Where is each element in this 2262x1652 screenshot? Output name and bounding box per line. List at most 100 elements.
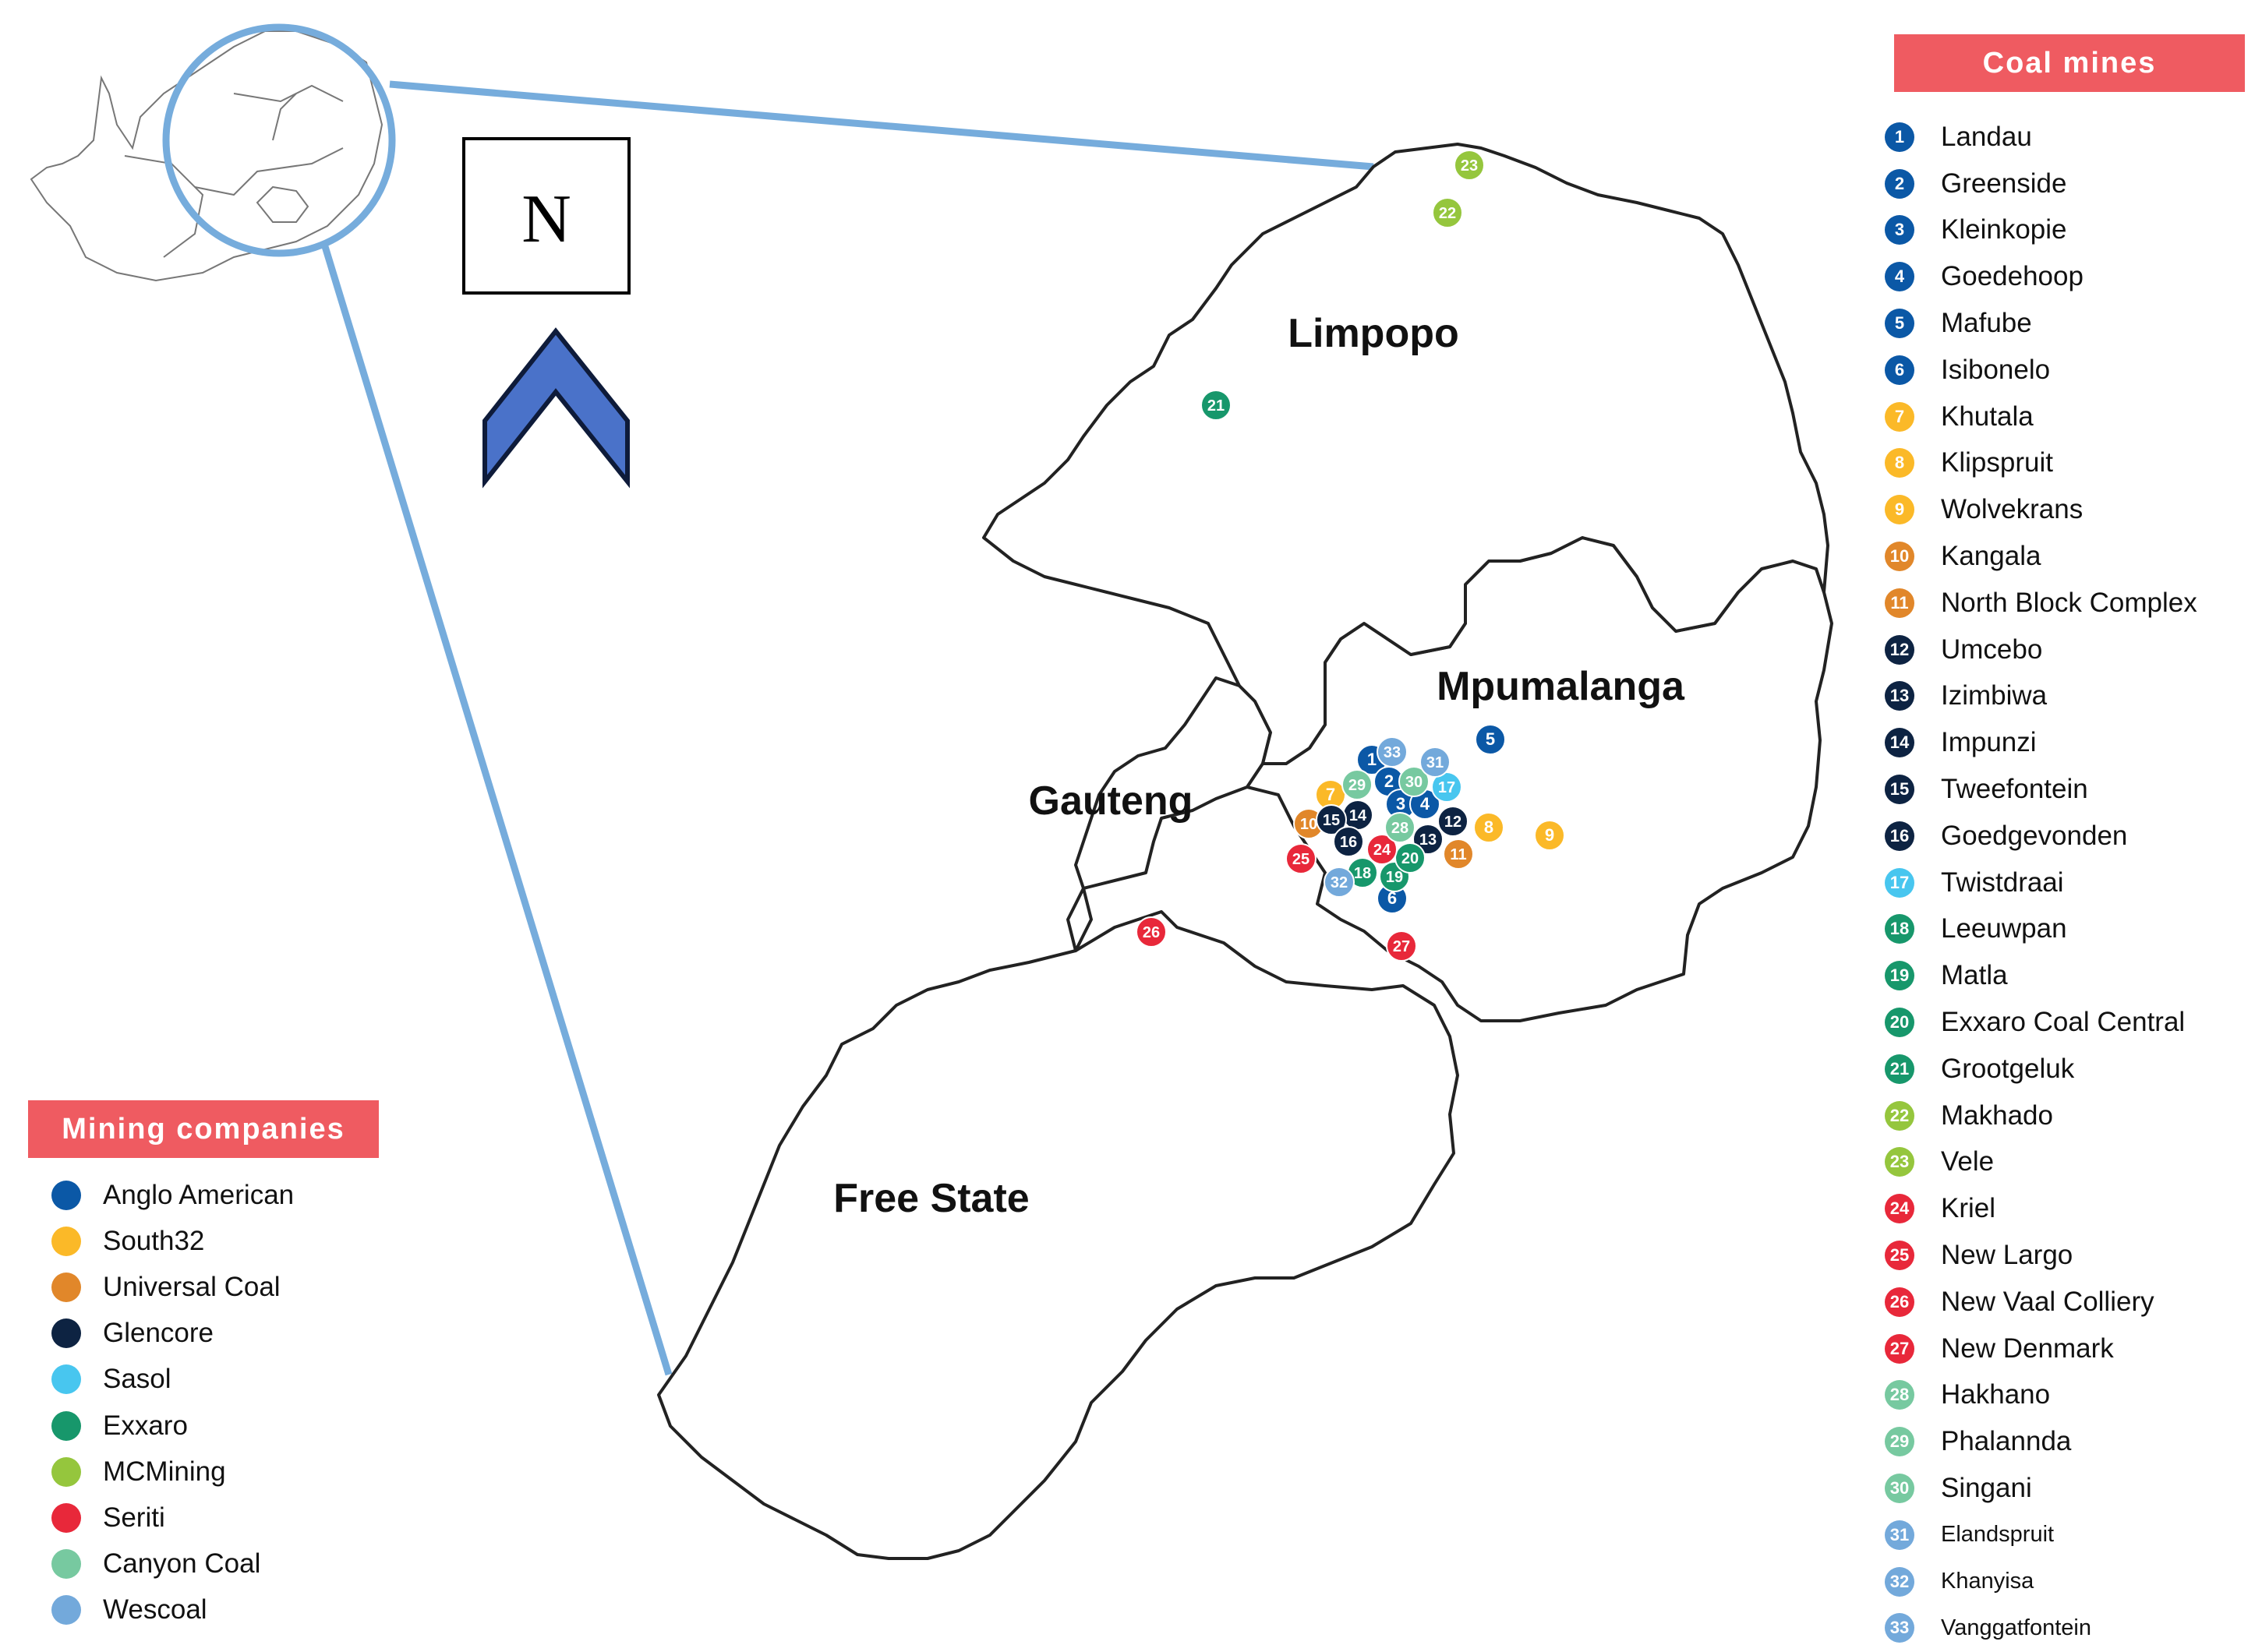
company-item: Exxaro: [51, 1403, 294, 1449]
zoom-indicator: [162, 23, 1374, 1376]
mine-marker-dot: [1419, 747, 1451, 778]
mine-marker: 28: [1384, 812, 1416, 843]
mine-number-badge: 10: [1885, 542, 1914, 572]
company-item: Universal Coal: [51, 1264, 294, 1310]
mine-marker: 15: [1316, 804, 1347, 835]
mine-marker: 29: [1341, 769, 1373, 800]
mine-marker: 30: [1398, 766, 1430, 797]
mines-legend-title: Coal mines: [1894, 34, 2245, 92]
mine-marker: 3: [1385, 789, 1416, 820]
mine-marker-dot: [1386, 930, 1417, 962]
mine-number-badge: 7: [1885, 401, 1914, 432]
mine-marker: 16: [1333, 826, 1364, 857]
mine-name: Matla: [1941, 960, 2008, 991]
mine-marker: 27: [1386, 930, 1417, 962]
mine-marker-label: 3: [1396, 794, 1405, 814]
region-shape-free-state: [657, 910, 1459, 1560]
mine-marker-label: 14: [1349, 807, 1367, 824]
company-item: Wescoal: [51, 1587, 294, 1633]
mine-marker-label: 25: [1292, 851, 1309, 868]
mine-item: 6 Isibonelo: [1885, 347, 2197, 394]
mine-number-badge: 21: [1885, 1054, 1914, 1084]
mine-name: Goedgevonden: [1941, 820, 2128, 851]
mine-name: Landau: [1941, 121, 2032, 152]
mine-name: Isibonelo: [1941, 354, 2051, 385]
mine-name: Kriel: [1941, 1193, 1996, 1224]
mine-name: Izimbiwa: [1941, 680, 2048, 711]
mine-name: Hakhano: [1941, 1379, 2051, 1410]
companies-legend: Anglo American South32 Universal Coal Gl…: [51, 1172, 294, 1633]
region-shape-limpopo: [982, 143, 1829, 765]
region-label-limpopo: Limpopo: [1288, 311, 1459, 356]
mine-marker-label: 24: [1373, 842, 1391, 859]
companies-legend-title: Mining companies: [28, 1100, 379, 1158]
mine-number-badge: 8: [1885, 448, 1914, 478]
mine-marker-dot: [1316, 804, 1347, 835]
mine-marker-dot: [1285, 843, 1317, 874]
mine-name: Leeuwpan: [1941, 913, 2067, 944]
north-letter: N: [521, 182, 571, 257]
north-chevron-icon: [482, 327, 630, 489]
region-labels: Limpopo Mpumalanga Gauteng Free State: [833, 311, 1685, 1221]
mine-marker-label: 6: [1387, 888, 1397, 908]
company-name: South32: [103, 1225, 205, 1256]
mine-marker-label: 22: [1439, 205, 1456, 222]
zoom-circle: [162, 23, 396, 257]
mine-marker-label: 16: [1340, 834, 1357, 851]
mine-marker: 25: [1285, 843, 1317, 874]
region-label-mpumalanga: Mpumalanga: [1437, 664, 1685, 709]
mine-number-badge: 6: [1885, 355, 1914, 385]
mine-number-badge: 26: [1885, 1287, 1914, 1317]
mine-marker-label: 10: [1300, 816, 1317, 833]
company-color-dot: [51, 1549, 81, 1580]
mine-marker-label: 7: [1326, 785, 1335, 804]
mine-marker-dot: [1341, 769, 1373, 800]
mine-marker: 4: [1409, 789, 1440, 820]
mine-marker: 32: [1324, 867, 1355, 898]
mine-marker: 26: [1136, 916, 1167, 948]
mine-marker-dot: [1473, 812, 1504, 843]
mine-marker-label: 12: [1444, 814, 1461, 831]
mine-name: Kangala: [1941, 541, 2041, 572]
mine-name: Khutala: [1941, 401, 2034, 432]
mine-number-badge: 14: [1885, 728, 1914, 758]
company-color-dot: [51, 1272, 81, 1302]
mine-marker-dot: [1377, 736, 1408, 768]
mine-marker-label: 19: [1386, 869, 1403, 886]
mine-marker-label: 20: [1401, 850, 1419, 867]
mine-number-badge: 25: [1885, 1241, 1914, 1271]
region-label-free-state: Free State: [833, 1176, 1029, 1221]
company-color-dot: [51, 1226, 81, 1256]
mine-number-badge: 30: [1885, 1474, 1914, 1503]
mine-name: Vele: [1941, 1146, 1995, 1177]
company-color-dot: [51, 1456, 81, 1487]
mine-number-badge: 29: [1885, 1427, 1914, 1457]
mine-number-badge: 24: [1885, 1194, 1914, 1224]
mine-name: Wolvekrans: [1941, 494, 2084, 525]
mine-marker-label: 31: [1426, 754, 1444, 771]
company-item: Sasol: [51, 1357, 294, 1403]
mine-name: Exxaro Coal Central: [1941, 1007, 2186, 1038]
company-item: Canyon Coal: [51, 1541, 294, 1587]
mine-number-badge: 2: [1885, 168, 1914, 199]
mine-number-badge: 15: [1885, 775, 1914, 805]
company-name: Seriti: [103, 1502, 165, 1533]
mine-number-badge: 13: [1885, 681, 1914, 711]
company-color-dot: [51, 1410, 81, 1441]
